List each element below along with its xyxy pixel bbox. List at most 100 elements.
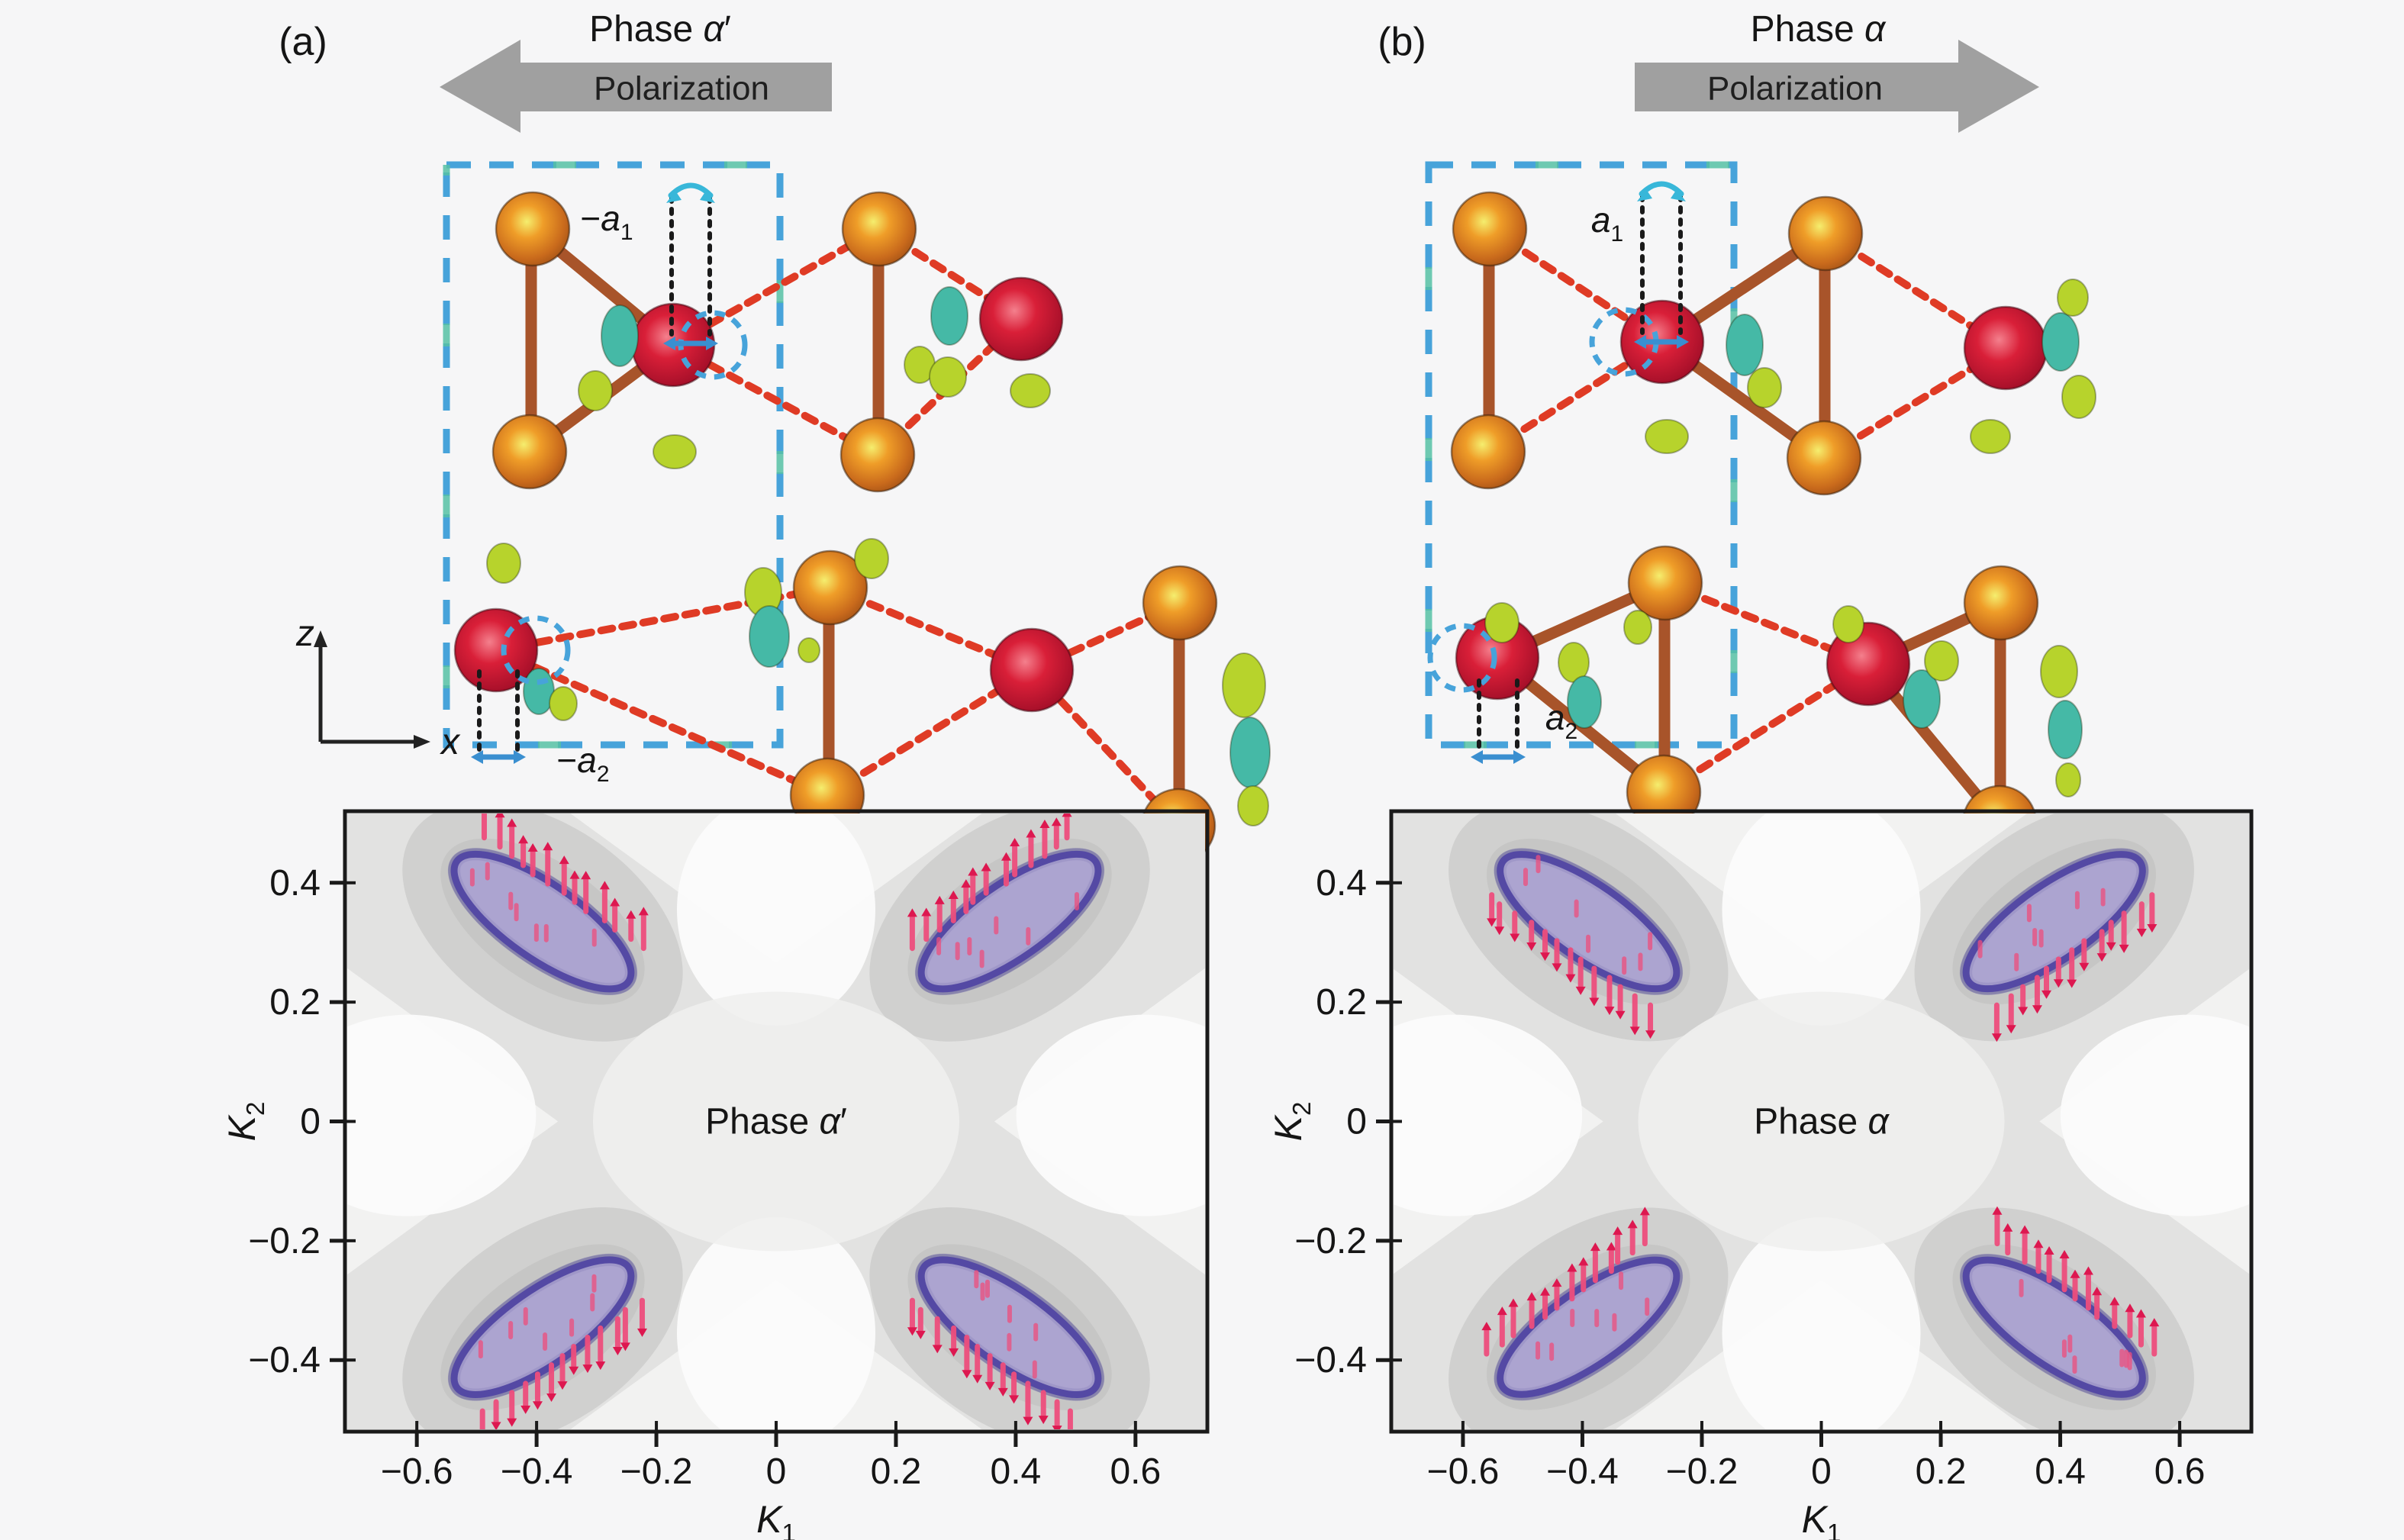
charge-blob-teal: [601, 304, 639, 367]
spin-arrowhead-icon: [1629, 1026, 1640, 1036]
y-tick-label: −0.4: [1294, 1340, 1367, 1381]
double-arrowhead-icon: [1677, 335, 1689, 349]
white-region-top: [677, 813, 875, 1026]
charge-blob-green: [2040, 645, 2078, 698]
x-tick-label: 0.2: [1916, 1451, 1967, 1492]
curved-arrowhead-icon: [666, 191, 682, 203]
math-part: 1: [782, 1519, 796, 1540]
y-tick-label: 0.4: [1316, 863, 1367, 904]
electron-pocket-b3: [1960, 1206, 2160, 1401]
math-part: α: [1868, 1102, 1890, 1142]
spin-arrowhead-icon: [2147, 924, 2157, 933]
spin-arrowhead-icon: [1539, 952, 1550, 962]
spin-arrowhead-icon: [1590, 1242, 1600, 1252]
displacement-bracket-a2: [471, 669, 526, 764]
spin-arrowhead-icon: [1589, 997, 1600, 1007]
double-arrowhead-icon: [706, 337, 718, 350]
math-part: a: [601, 198, 620, 238]
spin-arrowhead-icon: [1052, 1426, 1062, 1429]
charge-blob-green: [1924, 640, 1959, 681]
electron-pocket-a2: [448, 1253, 647, 1429]
bond-dashed: [669, 341, 881, 459]
spin-arrowhead-icon: [1497, 1306, 1507, 1316]
math-part: 1: [620, 220, 633, 245]
spin-arrowhead-icon: [1508, 1298, 1519, 1307]
atom-orange: [839, 417, 916, 493]
math-part: α: [1864, 9, 1887, 50]
spin-arrowhead-icon: [1567, 1263, 1577, 1272]
charge-blob-green: [2055, 762, 2081, 797]
spin-arrowhead-icon: [1481, 1322, 1492, 1331]
math-part: ′: [724, 9, 731, 50]
spin-arrowhead-icon: [1009, 1395, 1020, 1404]
bond-dashed: [492, 646, 831, 799]
white-region-left: [347, 1014, 537, 1216]
spin-arrowhead-icon: [2006, 1025, 2016, 1034]
cell-vector-label-a2: −a2: [556, 740, 609, 787]
charge-blob-green: [1222, 652, 1266, 718]
math-part: 2: [1565, 719, 1577, 744]
math-part: ′: [840, 1102, 847, 1142]
double-arrowhead-icon: [1471, 750, 1483, 764]
spin-arrowhead-icon: [599, 881, 610, 890]
spin-arrowhead-icon: [1565, 974, 1576, 983]
charge-blob-teal: [930, 286, 968, 346]
spin-arrowhead-icon: [1526, 942, 1537, 951]
atom-red: [1963, 305, 2048, 391]
spin-arrowhead-icon: [546, 1393, 557, 1402]
spin-arrowhead-icon: [2070, 1269, 2080, 1278]
charge-blob-teal: [1726, 314, 1764, 376]
spin-arrowhead-icon: [626, 910, 636, 919]
spin-arrowhead-icon: [1487, 918, 1497, 927]
spin-arrowhead-icon: [2135, 1309, 2146, 1318]
panel-label-b: (b): [1378, 20, 1426, 64]
white-region-top: [1722, 813, 1921, 1026]
y-tick-label: 0.2: [269, 982, 321, 1023]
cell-vector-label-b2: a2: [1545, 698, 1577, 744]
spin-arrowhead-icon: [907, 908, 917, 917]
spin-arrowhead-icon: [559, 855, 569, 865]
spin-arrowhead-icon: [507, 1418, 517, 1427]
y-tick-label: 0.2: [1316, 982, 1367, 1023]
spin-arrowhead-icon: [1494, 926, 1505, 936]
spin-arrowhead-icon: [972, 1374, 983, 1384]
y-tick-label: 0.4: [269, 863, 321, 904]
curved-arrowhead-icon: [1637, 189, 1652, 201]
charge-blob-green: [578, 370, 613, 411]
x-tick-label: −0.2: [1666, 1451, 1739, 1492]
spin-arrowhead-icon: [961, 879, 972, 888]
unit-cell-a: [443, 161, 784, 749]
charge-blob-green: [1747, 367, 1782, 408]
math-part: −: [580, 198, 601, 238]
atom-orange: [1963, 565, 2039, 641]
atom-orange: [1450, 414, 1526, 490]
charge-blob-teal: [2041, 312, 2080, 372]
math-part: α: [704, 9, 726, 50]
cell-vector-label-b1: a1: [1591, 200, 1623, 246]
x-tick-label: 0: [766, 1451, 787, 1492]
charge-blob-teal: [1903, 669, 1941, 729]
spin-arrowhead-icon: [1051, 817, 1062, 826]
white-region-left: [1394, 1014, 1583, 1216]
math-part: x: [440, 722, 461, 762]
white-region-bottom: [677, 1217, 875, 1429]
spin-arrowhead-icon: [1023, 1416, 1033, 1426]
spin-arrowhead-icon: [518, 835, 529, 844]
spin-arrowhead-icon: [934, 895, 945, 904]
spin-arrowhead-icon: [595, 1361, 606, 1371]
plot-area-a: [347, 813, 1205, 1429]
displacement-bracket-b2: [1471, 678, 1526, 764]
math-part: K: [756, 1498, 784, 1540]
spin-arrowhead-icon: [1526, 1292, 1537, 1301]
x-tick-label: −0.6: [1427, 1451, 1500, 1492]
x-axis-label-b: K1: [1802, 1498, 1842, 1540]
charge-blob-green: [798, 637, 820, 663]
spin-arrowhead-icon: [1575, 986, 1586, 995]
spin-arrowhead-icon: [2149, 1318, 2160, 1327]
pocket-ring: [1497, 1256, 1681, 1398]
spin-arrowhead-icon: [2053, 979, 2064, 988]
phase-title-a: Phase α′: [589, 9, 731, 50]
atom-red: [978, 276, 1064, 362]
unit-cell-b: [1425, 161, 1738, 749]
